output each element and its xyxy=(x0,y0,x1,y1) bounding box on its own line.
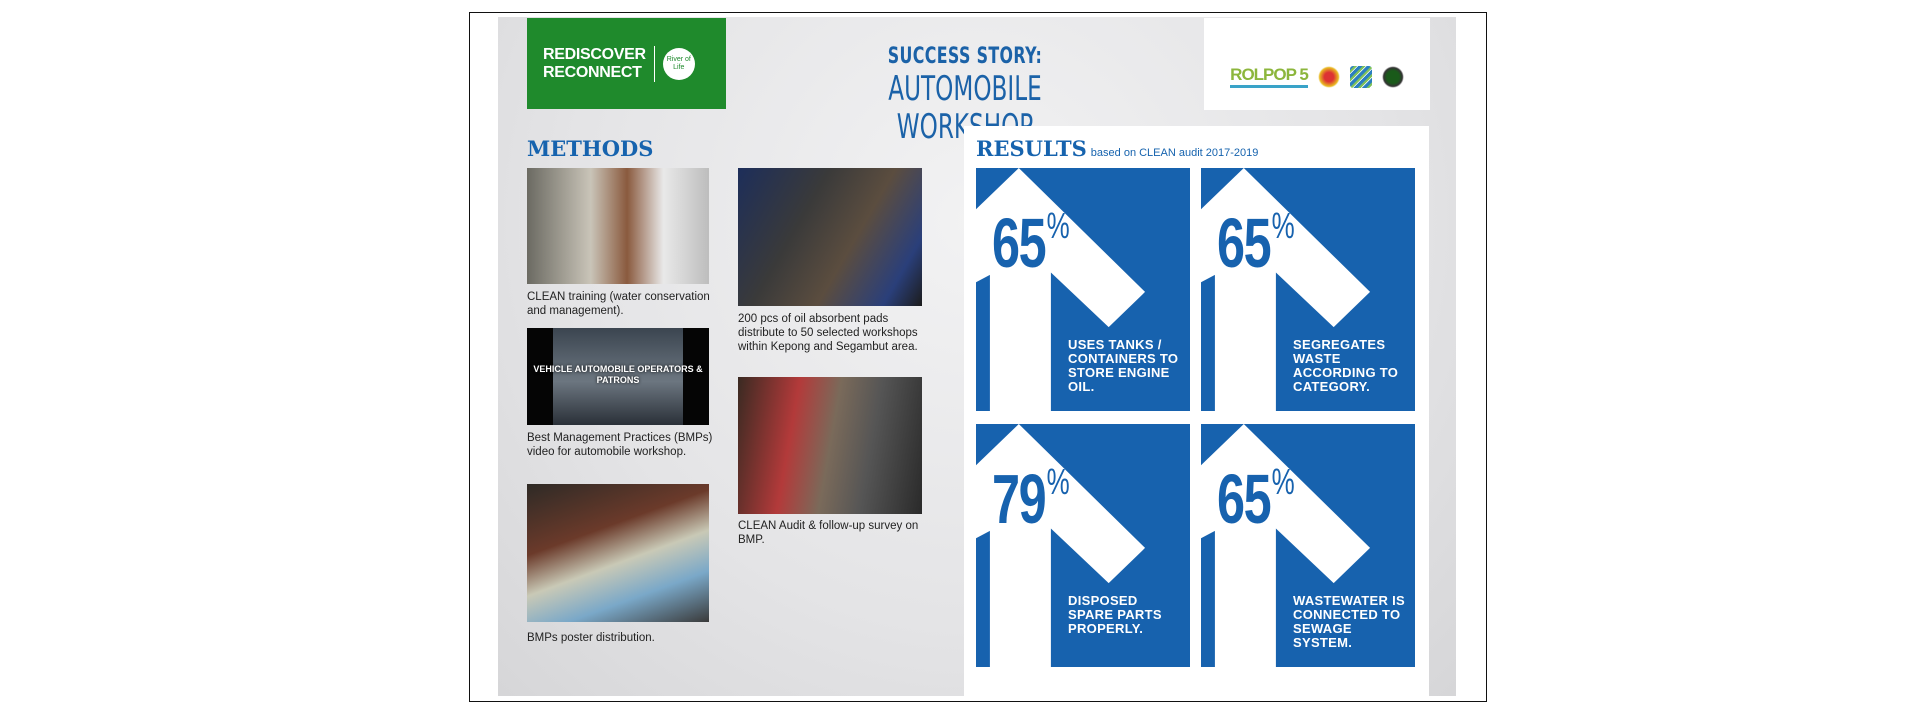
result-percentage: 79% xyxy=(992,460,1070,538)
result-percentage: 65% xyxy=(1217,204,1295,282)
photo-clean-training xyxy=(527,168,709,284)
badge-text: River of Life xyxy=(666,55,691,71)
result-label: SEGREGATES WASTE ACCORDING TO CATEGORY. xyxy=(1293,337,1399,394)
result-tile: 65% SEGREGATES WASTE ACCORDING TO CATEGOR… xyxy=(1201,168,1415,411)
result-tile: 65% USES TANKS / CONTAINERS TO STORE ENGI… xyxy=(976,168,1190,411)
result-percentage: 65% xyxy=(992,204,1070,282)
caption-clean-training: CLEAN training (water conservation and m… xyxy=(527,291,710,317)
result-tile: 65% WASTEWATER IS CONNECTED TO SEWAGE SYS… xyxy=(1201,424,1415,667)
brand-line2: RECONNECT xyxy=(543,63,642,81)
caption-oil-pads: 200 pcs of oil absorbent pads distribute… xyxy=(738,313,918,353)
result-label: WASTEWATER IS CONNECTED TO SEWAGE SYSTEM… xyxy=(1293,593,1405,650)
brand-line1: REDISCOVER xyxy=(543,45,646,63)
photo-oil-pads xyxy=(738,168,922,306)
caption-clean-audit: CLEAN Audit & follow-up survey on BMP. xyxy=(738,520,919,546)
caption-bmp-video: Best Management Practices (BMPs) video f… xyxy=(527,432,713,458)
video-bmp-thumbnail[interactable]: VEHICLE AUTOMOBILE OPERATORS & PATRONS xyxy=(527,328,709,425)
results-title: RESULTS xyxy=(976,136,1087,161)
up-arrow-icon xyxy=(976,168,1146,411)
results-subheading: based on CLEAN audit 2017-2019 xyxy=(1090,147,1259,159)
partner-logos: ROLPOP 5 xyxy=(1204,18,1430,110)
video-overlay-text: VEHICLE AUTOMOBILE OPERATORS & PATRONS xyxy=(533,364,703,385)
photo-poster-distribution xyxy=(527,484,709,622)
river-of-life-badge-icon: River of Life xyxy=(662,47,695,80)
result-label: DISPOSED SPARE PARTS PROPERLY. xyxy=(1068,593,1162,636)
caption-poster-distribution: BMPs poster distribution. xyxy=(527,632,655,644)
rolpop-logo: ROLPOP 5 xyxy=(1230,65,1309,88)
water-agency-logo-icon xyxy=(1349,66,1372,88)
up-arrow-icon xyxy=(976,424,1146,667)
result-percentage: 65% xyxy=(1217,460,1295,538)
result-tile: 79% DISPOSED SPARE PARTS PROPERLY. xyxy=(976,424,1190,667)
up-arrow-icon xyxy=(1201,168,1371,411)
photo-clean-audit xyxy=(738,377,922,514)
divider xyxy=(653,45,655,82)
result-label: USES TANKS / CONTAINERS TO STORE ENGINE … xyxy=(1068,337,1179,394)
malaysia-coat-of-arms-icon xyxy=(1317,66,1340,88)
title-line1: SUCCESS STORY: xyxy=(887,44,1043,69)
up-arrow-icon xyxy=(1201,424,1371,667)
ngo-logo-icon xyxy=(1381,66,1404,88)
methods-heading: METHODS xyxy=(527,136,654,161)
